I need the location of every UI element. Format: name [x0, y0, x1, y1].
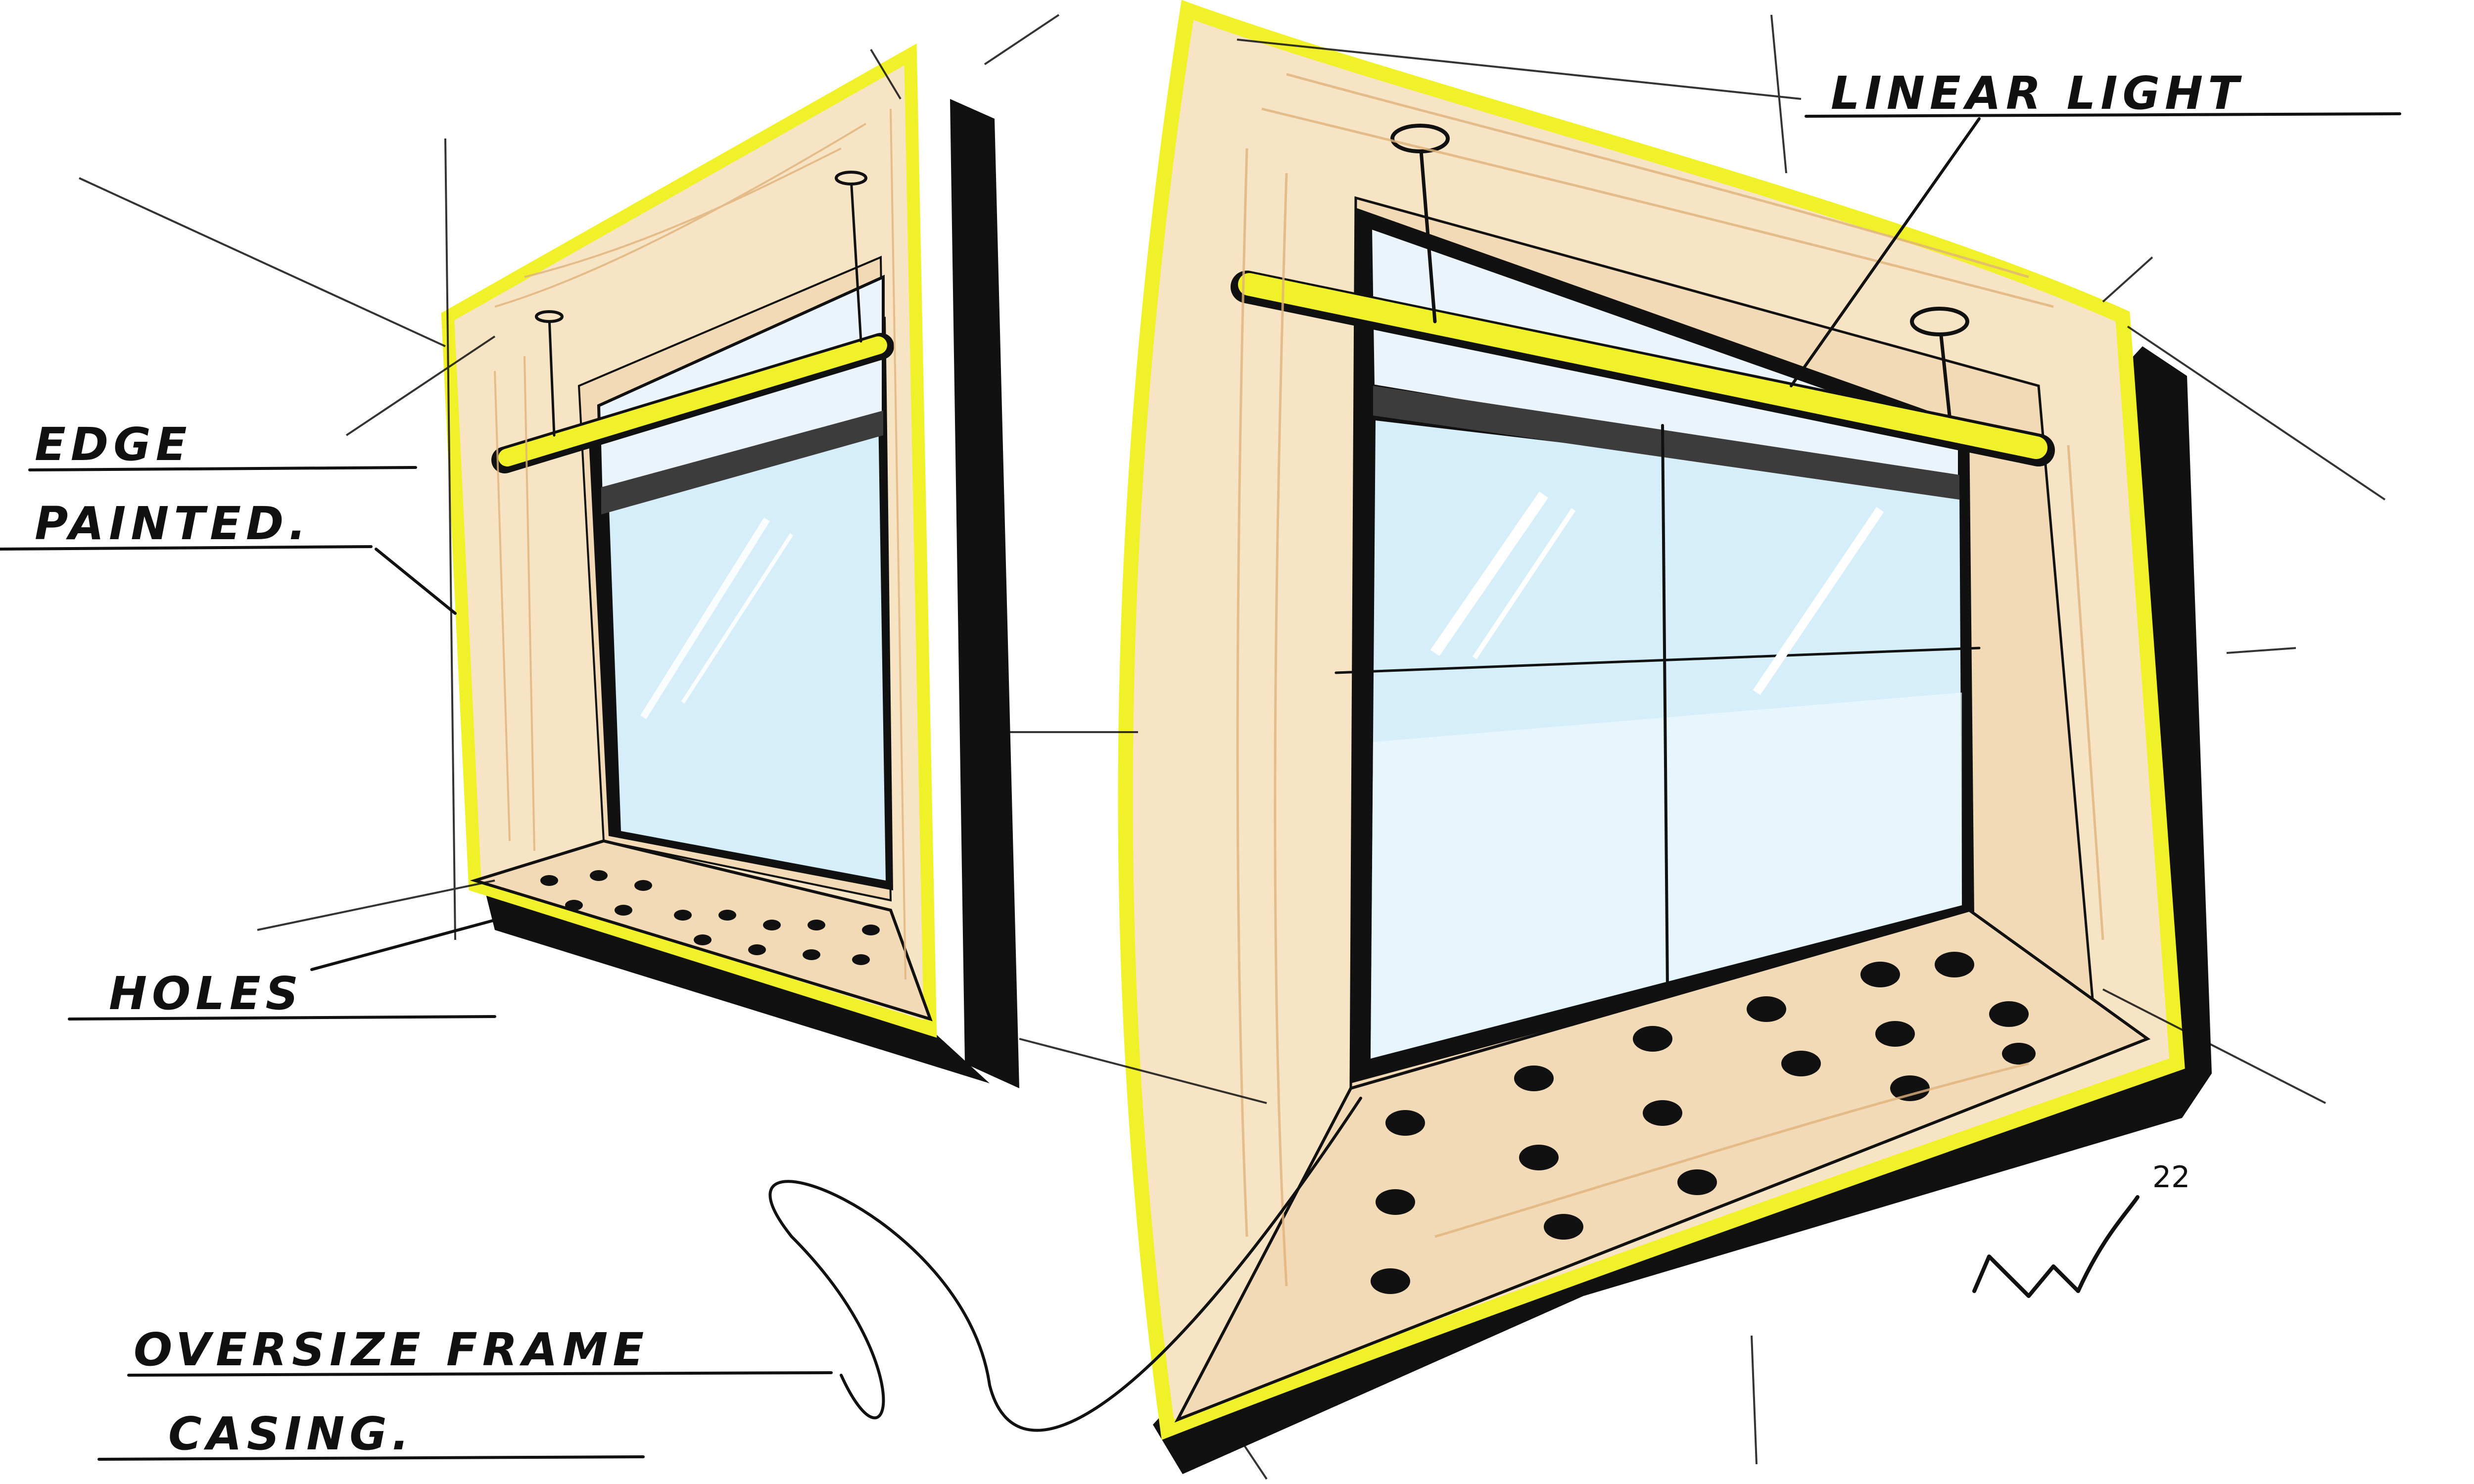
large-window-mullion-horizontal [1334, 647, 1981, 674]
edge-painted-underline-1 [28, 466, 417, 471]
large-window-reflection [1472, 508, 1576, 659]
small-window-hanger [850, 177, 862, 343]
small-window-glass [609, 416, 886, 881]
holes-label: HOLES [109, 967, 303, 1020]
small-window-bottom-shadow [485, 890, 990, 1083]
small-window-hanger-cap [835, 171, 867, 186]
signature-year: 22 [2152, 1160, 2190, 1195]
small-window-depth-shadow [950, 99, 1019, 1088]
small-window-hanger [548, 315, 556, 437]
small-window-light-bar-glow [498, 336, 887, 466]
oversize-frame-label-line2: CASING. [168, 1407, 414, 1460]
large-window-edge-paint [1118, 0, 2185, 1440]
large-window-hanger-cap [1910, 307, 1969, 336]
large-window-reflection [1753, 507, 1884, 696]
annotations: EDGE PAINTED. HOLES OVERSIZE FRAME CASIN… [35, 67, 2244, 1460]
oversize-underline-2 [97, 1455, 645, 1461]
large-window-wood-grain [1236, 73, 2104, 1287]
large-window-hanger [1938, 320, 1951, 417]
large-window-hanger [1418, 137, 1437, 324]
edge-painted-underline-2 [0, 545, 373, 551]
small-window-blind-bar [601, 411, 883, 514]
oversize-leader [768, 1097, 1362, 1432]
small-window-reflection [681, 533, 794, 704]
holes-leader [310, 919, 496, 971]
linear-light-leader [1790, 117, 1981, 387]
edge-painted-label-line1: EDGE [35, 418, 192, 471]
small-window-wood-grain [494, 108, 906, 980]
linear-light-label: LINEAR LIGHT [1831, 67, 2244, 120]
large-window-holes [1371, 952, 2036, 1294]
leader-lines [0, 112, 2401, 1461]
small-window-holes [540, 870, 880, 965]
small-window [441, 43, 1019, 1088]
holes-underline [68, 1015, 496, 1020]
small-window-hanger-cap [535, 310, 564, 323]
small-window-reflection [640, 517, 770, 719]
small-window-edge-paint [441, 43, 937, 1038]
artist-signature: 22 [1972, 1160, 2190, 1298]
large-window-reflection [1430, 491, 1549, 656]
oversize-underline-1 [127, 1371, 833, 1377]
edge-painted-leader [375, 548, 457, 615]
oversize-frame-label-line1: OVERSIZE FRAME [134, 1323, 649, 1376]
construction-lines [79, 14, 2386, 1480]
small-window-sill [470, 839, 933, 1021]
large-window-blind-bar [1373, 386, 1959, 500]
linear-light-underline [1805, 112, 2401, 118]
large-window-mullion-vertical [1661, 424, 1669, 991]
edge-painted-label-line2: PAINTED. [35, 497, 311, 550]
signature-stroke [1972, 1195, 2140, 1298]
large-window-light-bar-glow [1238, 273, 2047, 459]
large-window [1118, 0, 2212, 1474]
